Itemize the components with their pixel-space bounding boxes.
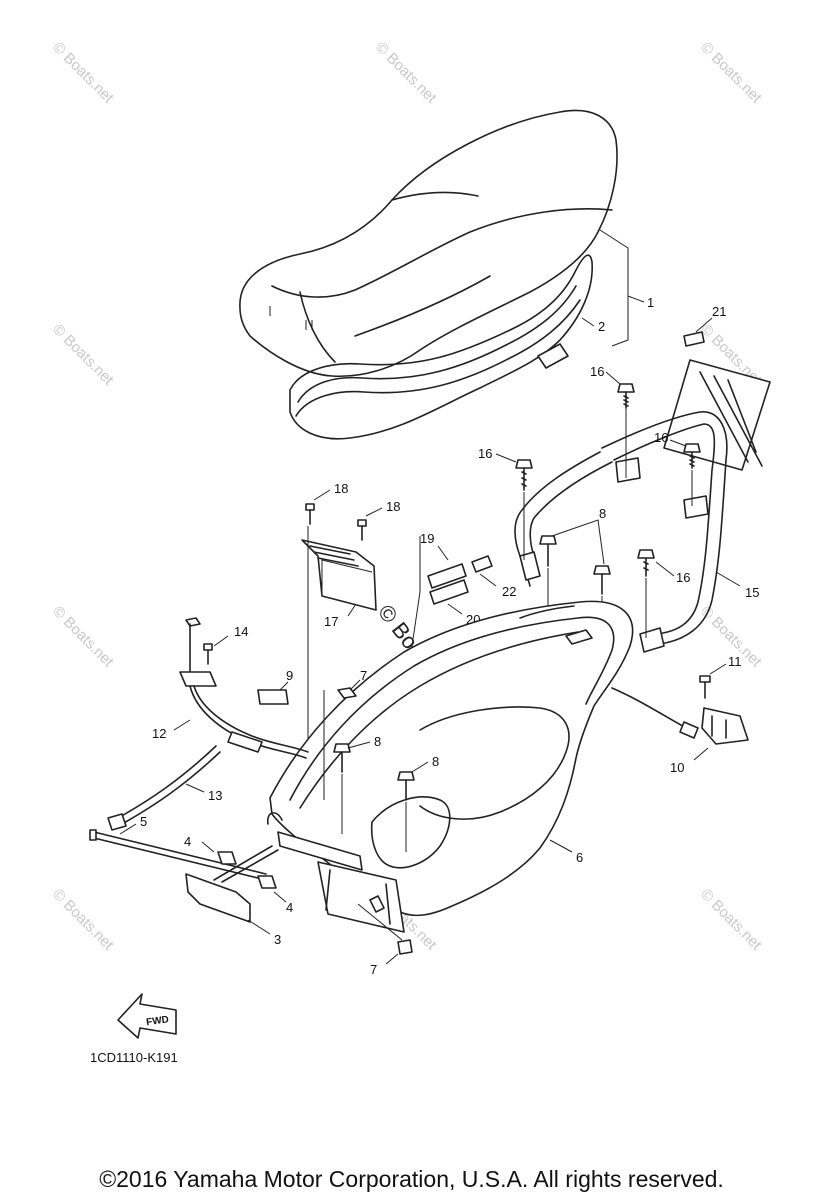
callout-7a: 7 bbox=[360, 668, 367, 683]
watermark: © Boats.net bbox=[697, 39, 765, 107]
callout-6: 6 bbox=[576, 850, 583, 865]
drawing-code: 1CD1110-K191 bbox=[90, 1050, 178, 1065]
watermark: © Boats.net bbox=[49, 39, 117, 107]
leader-6 bbox=[549, 839, 573, 853]
nut-7-upper bbox=[323, 679, 361, 800]
bracket-3 bbox=[185, 845, 279, 935]
callout-2: 2 bbox=[598, 319, 605, 334]
callout-10: 10 bbox=[670, 760, 684, 775]
leader-17 bbox=[347, 603, 357, 617]
watermark: © Boats.net bbox=[49, 886, 117, 954]
collar-4b bbox=[257, 875, 287, 903]
nut-7-lower bbox=[357, 903, 413, 965]
bolt-8-lower bbox=[333, 741, 429, 852]
watermark: © Boats.net bbox=[49, 603, 117, 671]
cable-tie-13 bbox=[107, 745, 221, 831]
bolt-16d bbox=[637, 549, 655, 638]
rear-carrier bbox=[514, 359, 771, 653]
callout-17: 17 bbox=[324, 614, 338, 629]
callout-11: 11 bbox=[728, 654, 742, 669]
screw-18b bbox=[357, 507, 383, 541]
bolt-16a bbox=[617, 383, 635, 478]
callout-22: 22 bbox=[502, 584, 516, 599]
callout-16c: 16 bbox=[478, 446, 492, 461]
callout-16d: 16 bbox=[676, 570, 690, 585]
cable-12 bbox=[173, 617, 309, 759]
callout-8a: 8 bbox=[599, 506, 606, 521]
callout-8b: 8 bbox=[374, 734, 381, 749]
bracket-17 bbox=[301, 539, 377, 611]
leader-15 bbox=[715, 571, 741, 587]
fwd-arrow: FWD bbox=[117, 993, 177, 1039]
callout-13: 13 bbox=[208, 788, 222, 803]
callout-21: 21 bbox=[712, 304, 726, 319]
watermark: © Boats.net bbox=[372, 39, 440, 107]
seat bbox=[239, 109, 618, 378]
callout-3: 3 bbox=[274, 932, 281, 947]
callout-16a: 16 bbox=[590, 364, 604, 379]
callout-8c: 8 bbox=[432, 754, 439, 769]
callout-16b: 16 bbox=[654, 430, 668, 445]
storage-box bbox=[266, 600, 634, 933]
callout-19: 19 bbox=[420, 531, 434, 546]
callout-1: 1 bbox=[647, 295, 654, 310]
label-21 bbox=[683, 317, 713, 347]
watermark: © Boats.net bbox=[49, 321, 117, 389]
bolt-16b bbox=[683, 443, 701, 506]
latch-10 bbox=[611, 663, 749, 761]
callout-7b: 7 bbox=[370, 962, 377, 977]
leader-1 bbox=[599, 229, 645, 347]
bolt-16c bbox=[515, 459, 533, 560]
fwd-label: FWD bbox=[146, 1014, 170, 1028]
callout-4a: 4 bbox=[184, 834, 191, 849]
leader-2 bbox=[581, 317, 595, 327]
callout-18b: 18 bbox=[386, 499, 400, 514]
callout-9: 9 bbox=[286, 668, 293, 683]
watermark: © Boats.net bbox=[697, 886, 765, 954]
copyright-notice: ©2016 Yamaha Motor Corporation, U.S.A. A… bbox=[99, 1166, 724, 1192]
callout-18a: 18 bbox=[334, 481, 348, 496]
callout-15: 15 bbox=[745, 585, 759, 600]
callout-12: 12 bbox=[152, 726, 166, 741]
callout-4b: 4 bbox=[286, 900, 293, 915]
collar-4a bbox=[201, 841, 237, 865]
callout-5: 5 bbox=[140, 814, 147, 829]
callout-14: 14 bbox=[234, 624, 248, 639]
pad-9 bbox=[257, 681, 289, 705]
seat-pan bbox=[289, 254, 593, 440]
